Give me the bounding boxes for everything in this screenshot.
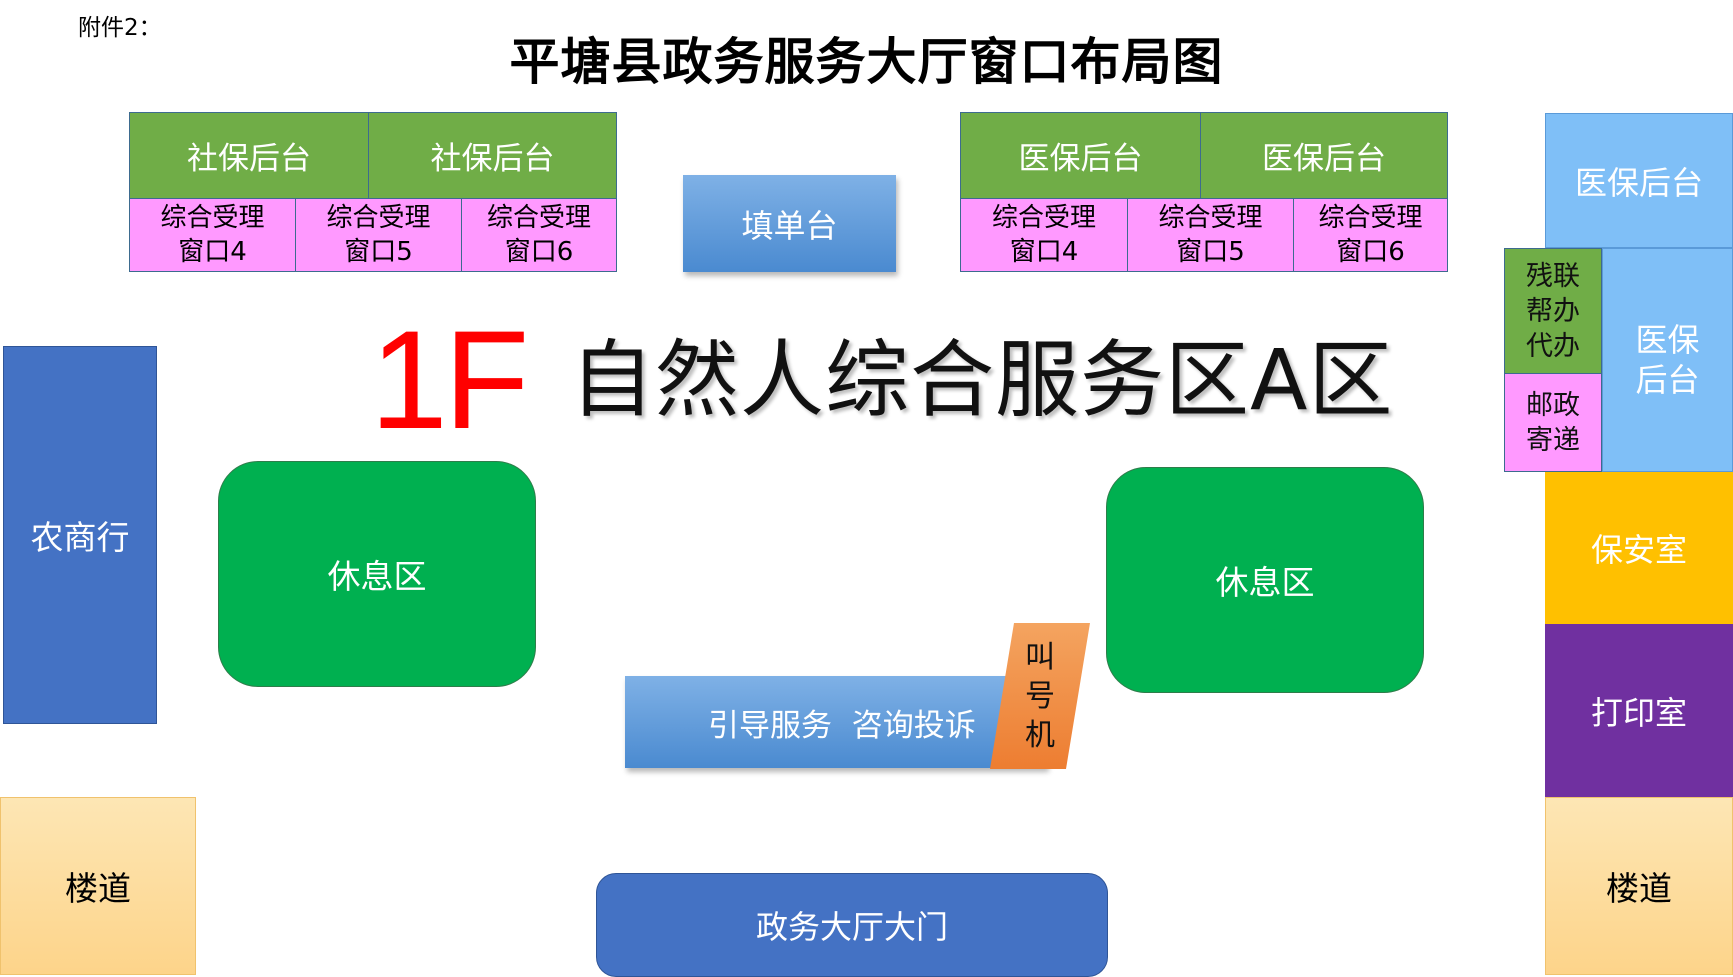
desk-medical-insurance-1: 医保后台 [960,112,1201,199]
window-number: 窗口4 [1009,237,1079,267]
window-label: 综合受理 [1318,203,1423,233]
disabled-line: 帮办 [1526,295,1580,327]
floor-label: 1F [370,301,529,458]
queue-char: 机 [1025,717,1055,753]
disabled-assistance-desk: 残联 帮办 代办 [1504,248,1602,374]
post-line: 邮政 [1526,389,1580,421]
window-left-5: 综合受理 窗口5 [295,198,462,272]
medical-backoffice-mid: 医保 后台 [1602,248,1733,472]
window-left-6: 综合受理 窗口6 [461,198,617,272]
window-right-4: 综合受理 窗口4 [960,198,1128,272]
window-right-6: 综合受理 窗口6 [1293,198,1448,272]
rest-area-left: 休息区 [218,461,536,687]
window-label: 综合受理 [1158,203,1263,233]
window-label: 综合受理 [326,203,431,233]
postal-delivery-desk: 邮政 寄递 [1504,373,1602,472]
rest-area-right: 休息区 [1106,467,1424,693]
print-room: 打印室 [1545,624,1733,797]
desk-medical-insurance-2: 医保后台 [1200,112,1448,199]
window-right-5: 综合受理 窗口5 [1127,198,1294,272]
window-label: 综合受理 [160,203,265,233]
window-number: 窗口6 [504,237,574,267]
post-line: 寄递 [1526,424,1580,456]
attachment-label: 附件2： [78,15,162,41]
security-room: 保安室 [1545,472,1733,624]
medical-line: 后台 [1635,361,1700,399]
desk-social-security-1: 社保后台 [129,112,369,199]
main-entrance: 政务大厅大门 [596,873,1108,977]
window-number: 窗口4 [178,237,247,267]
bank-counter: 农商行 [3,346,157,724]
page-title: 平塘县政务服务大厅窗口布局图 [509,32,1224,91]
queue-char: 叫 [1025,639,1055,675]
queue-char: 号 [1025,678,1055,714]
window-left-4: 综合受理 窗口4 [129,198,296,272]
queue-machine: 叫 号 机 [990,623,1090,769]
stairway-right: 楼道 [1545,797,1733,975]
medical-line: 医保 [1635,321,1700,359]
guide-service-desk: 引导服务 咨询投诉 [625,676,1047,768]
window-number: 窗口5 [1176,237,1245,267]
window-number: 窗口6 [1336,237,1405,267]
desk-social-security-2: 社保后台 [368,112,617,199]
disabled-line: 残联 [1526,260,1580,292]
medical-backoffice-top: 医保后台 [1545,113,1733,248]
zone-title: 自然人综合服务区A区 [570,331,1394,429]
queue-machine-shape [990,623,1090,769]
window-number: 窗口5 [344,237,413,267]
stairway-left: 楼道 [0,797,196,975]
form-filling-desk: 填单台 [683,175,896,272]
window-label: 综合受理 [991,203,1096,233]
window-label: 综合受理 [486,203,591,233]
disabled-line: 代办 [1526,330,1580,362]
